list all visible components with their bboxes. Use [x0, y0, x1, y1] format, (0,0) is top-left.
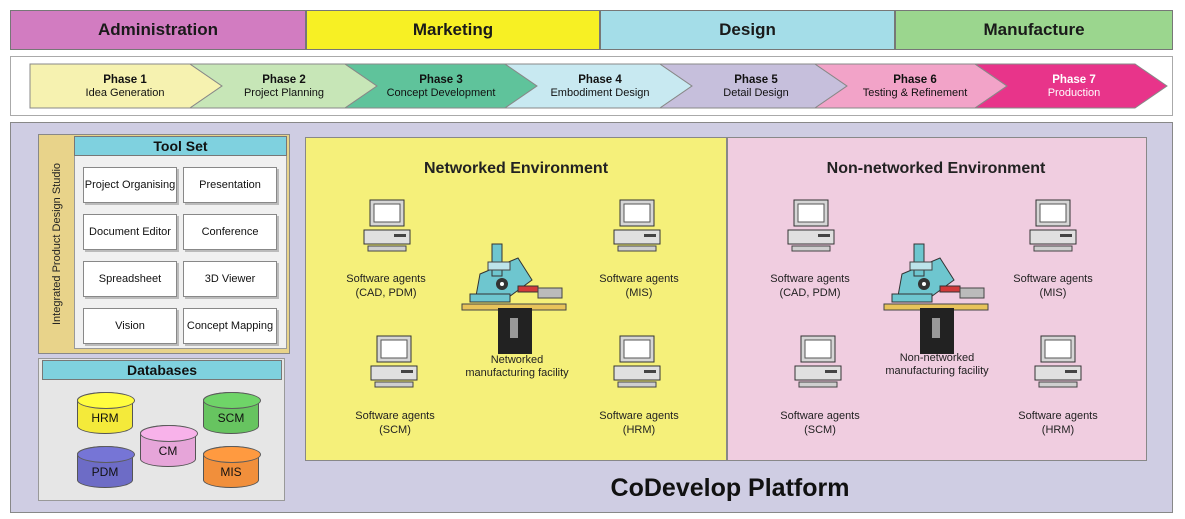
non-networked-agent-cad-pdm: Software agents(CAD, PDM) [770, 273, 850, 299]
database-scm: SCM [203, 392, 259, 434]
non-networked-environment-title: Non-networked Environment [826, 160, 1046, 177]
department-administration: Administration [10, 10, 306, 50]
networked-agent-cad-pdm: Software agents(CAD, PDM) [346, 273, 426, 299]
tool-spreadsheet: Spreadsheet [83, 261, 177, 297]
studio-label: Integrated Product Design Studio [51, 162, 64, 326]
non-networked-agent-mis: Software agents(MIS) [1013, 273, 1093, 299]
networked-agent-hrm: Software agents(HRM) [599, 410, 679, 436]
tool-3d-viewer: 3D Viewer [183, 261, 277, 297]
databases-title: Databases [42, 360, 282, 380]
tool-concept-mapping: Concept Mapping [183, 308, 277, 344]
tool-project-organising: Project Organising [83, 167, 177, 203]
tool-vision: Vision [83, 308, 177, 344]
non-networked-agent-hrm: Software agents(HRM) [1018, 410, 1098, 436]
department-manufacture: Manufacture [895, 10, 1173, 50]
tool-conference: Conference [183, 214, 277, 250]
database-hrm: HRM [77, 392, 133, 434]
toolset-title: Tool Set [74, 136, 287, 156]
database-pdm: PDM [77, 446, 133, 488]
database-cm: CM [140, 425, 196, 467]
department-design: Design [600, 10, 895, 50]
phase-7-arrow [973, 63, 1168, 109]
database-mis: MIS [203, 446, 259, 488]
tool-presentation: Presentation [183, 167, 277, 203]
networked-agent-mis: Software agents(MIS) [599, 273, 679, 299]
phase-arrows [29, 63, 1168, 109]
tool-document-editor: Document Editor [83, 214, 177, 250]
non-networked-agent-scm: Software agents(SCM) [780, 410, 860, 436]
networked-agent-scm: Software agents(SCM) [355, 410, 435, 436]
department-marketing: Marketing [306, 10, 600, 50]
networked-environment-title: Networked Environment [423, 160, 609, 177]
platform-title: CoDevelop Platform [610, 474, 850, 502]
